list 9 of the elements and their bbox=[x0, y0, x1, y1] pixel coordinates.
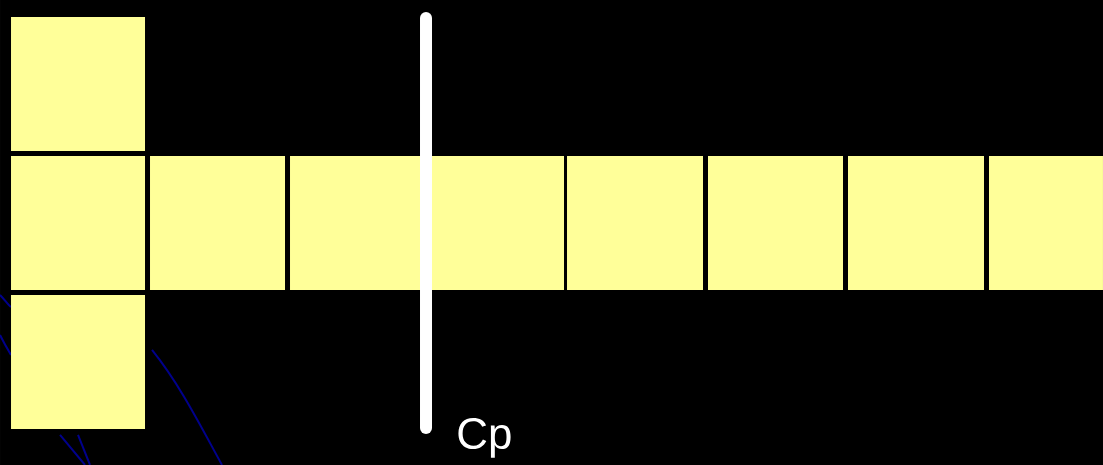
square-box bbox=[708, 156, 843, 290]
square-box bbox=[11, 156, 145, 290]
square-box bbox=[567, 156, 703, 290]
square-box bbox=[11, 17, 145, 151]
square-box bbox=[150, 156, 285, 290]
square-box bbox=[290, 156, 564, 290]
square-box bbox=[11, 295, 145, 429]
plane-label: Cp bbox=[458, 417, 511, 458]
square-box bbox=[848, 156, 984, 290]
